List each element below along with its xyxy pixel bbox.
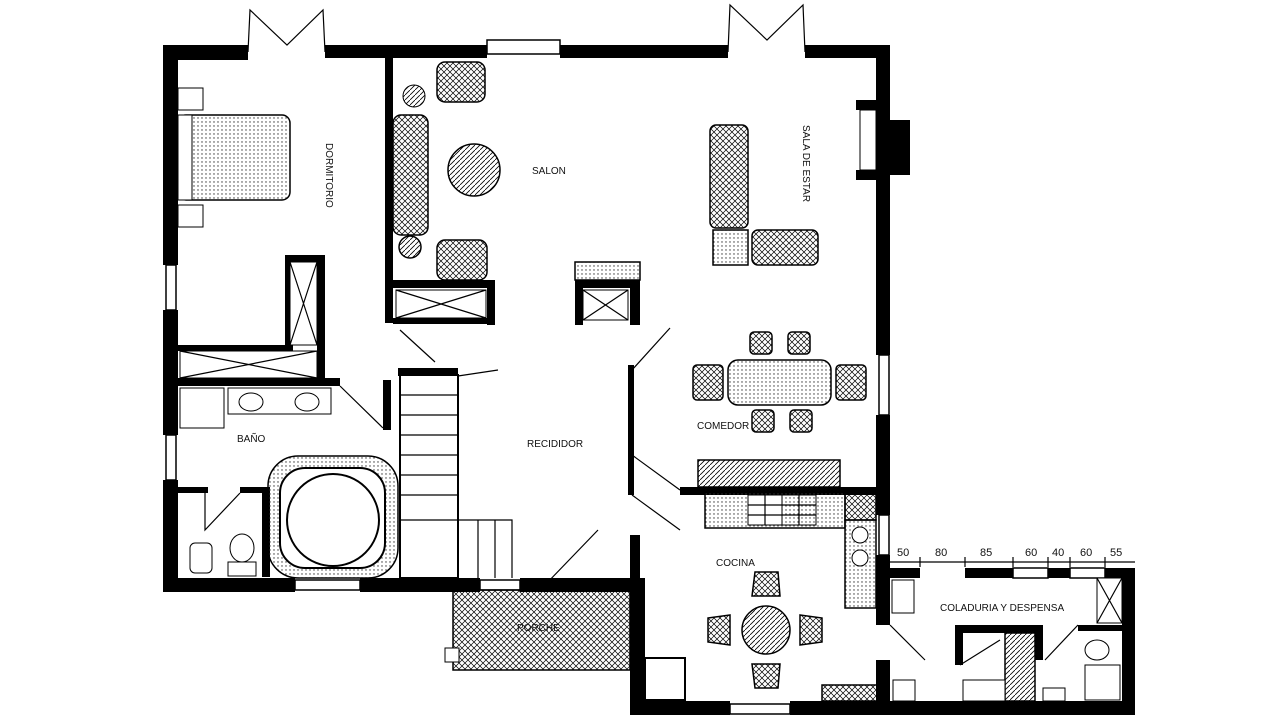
salon-furniture bbox=[392, 61, 641, 321]
bathroom-fixtures bbox=[179, 387, 399, 579]
dimension-label: 40 bbox=[1052, 547, 1064, 559]
room-label-sala-de-estar: SALA DE ESTAR bbox=[800, 125, 811, 202]
dimension-line: 50 80 85 60 40 60 55 bbox=[890, 547, 1135, 567]
dimension-label: 80 bbox=[935, 547, 947, 559]
room-label-porche: PORCHE bbox=[517, 623, 560, 634]
dimension-label: 60 bbox=[1080, 547, 1092, 559]
room-label-bano: BAÑO bbox=[237, 432, 266, 445]
staircase[interactable] bbox=[399, 374, 513, 579]
outer-walls bbox=[163, 39, 1135, 715]
room-label-cocina: COCINA bbox=[716, 558, 755, 569]
dining-set bbox=[692, 331, 867, 488]
door-swings bbox=[204, 327, 1079, 666]
dimension-label: 55 bbox=[1110, 547, 1122, 559]
kitchen-fixtures bbox=[644, 489, 878, 702]
room-label-dormitorio: DORMITORIO bbox=[323, 143, 334, 208]
room-label-recibidor: RECIDIDOR bbox=[527, 439, 583, 450]
porch bbox=[444, 589, 631, 671]
dimension-label: 60 bbox=[1025, 547, 1037, 559]
room-label-comedor: COMEDOR bbox=[697, 421, 749, 432]
wardrobe bbox=[179, 261, 318, 379]
entry-doors[interactable] bbox=[247, 3, 806, 53]
sala-furniture bbox=[709, 124, 819, 266]
bed bbox=[177, 87, 291, 228]
dimension-label: 50 bbox=[897, 547, 909, 559]
room-label-coladuria: COLADURIA Y DESPENSA bbox=[940, 603, 1064, 614]
laundry-fixtures bbox=[891, 577, 1123, 702]
room-label-salon: SALON bbox=[532, 166, 566, 177]
dimension-label: 85 bbox=[980, 547, 992, 559]
